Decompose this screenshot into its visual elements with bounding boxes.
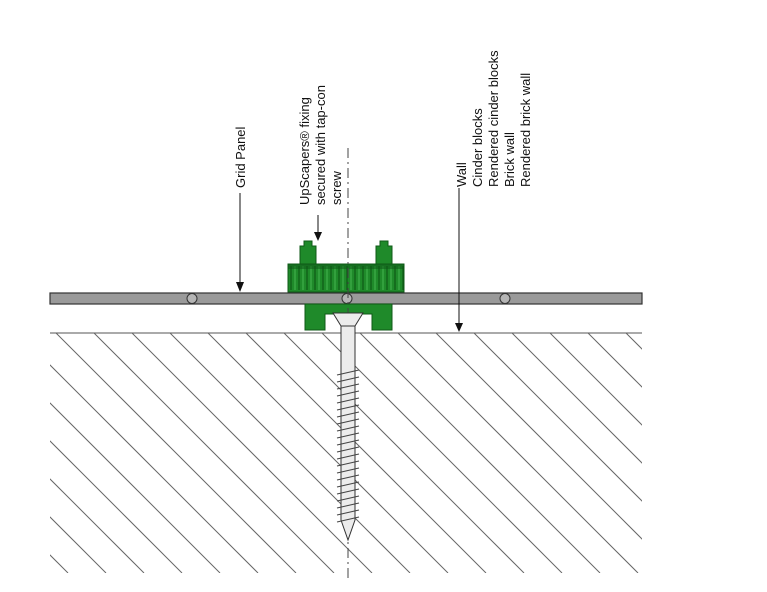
wall-label-line-3: Rendered cinder blocks — [486, 50, 501, 187]
hatch-line — [283, 333, 525, 573]
hatch-line — [702, 333, 767, 573]
hatch-line — [55, 333, 297, 573]
wall-hatching — [0, 333, 767, 573]
wall-section — [0, 332, 767, 573]
hatch-line — [50, 440, 183, 573]
screw-shank — [340, 325, 356, 542]
tap-con-screw — [332, 312, 364, 542]
screw-threads — [336, 369, 360, 523]
upscapers-fixing — [287, 240, 405, 331]
hatch-line — [511, 333, 642, 464]
hatch-line — [0, 333, 30, 573]
hatch-line — [587, 333, 642, 388]
grid-panel-hole — [499, 293, 511, 304]
hatch-line — [321, 333, 563, 573]
wall-label-line-2: Cinder blocks — [470, 108, 485, 187]
wall-label-line-1: Wall — [454, 162, 469, 187]
fixing-lower-clip — [304, 303, 393, 331]
hatch-line — [93, 333, 335, 573]
grid-panel-hole — [341, 293, 353, 304]
hatch-line — [397, 333, 639, 573]
fixing-label-line-1: UpScapers® fixing — [297, 97, 312, 205]
screw-head — [332, 312, 364, 327]
grid-panel-label: Grid Panel — [233, 126, 248, 188]
hatch-line — [435, 333, 642, 540]
hatch-line — [50, 478, 145, 573]
grid-panel — [49, 292, 643, 305]
hatch-line — [473, 333, 642, 502]
fixing-right-prong — [375, 240, 393, 267]
hatch-line — [625, 333, 642, 350]
hatch-line — [207, 333, 449, 573]
fixing-knurl-lines — [288, 264, 404, 290]
fixing-callout: UpScapers® fixing secured with tap-con s… — [297, 85, 344, 241]
hatch-line — [50, 516, 107, 573]
hatch-line — [169, 333, 411, 573]
grid-panel-callout: Grid Panel — [233, 126, 248, 292]
fixing-left-prong — [299, 240, 317, 267]
hatch-line — [359, 333, 601, 573]
wall-label-line-4: Brick wall — [502, 132, 517, 187]
fixing-label-line-3: screw — [329, 170, 344, 205]
hatch-line — [50, 402, 221, 573]
fixing-label-line-2: secured with tap-con — [313, 85, 328, 205]
wall-label-line-5: Rendered brick wall — [518, 73, 533, 187]
wall-callout: Wall Cinder blocks Rendered cinder block… — [454, 50, 533, 332]
hatch-line — [131, 333, 373, 573]
hatch-line — [245, 333, 487, 573]
grid-panel-hole — [186, 293, 198, 304]
hatch-line — [549, 333, 642, 426]
hatch-line — [664, 333, 767, 573]
hatch-line — [50, 364, 259, 573]
hatch-line — [50, 554, 69, 573]
